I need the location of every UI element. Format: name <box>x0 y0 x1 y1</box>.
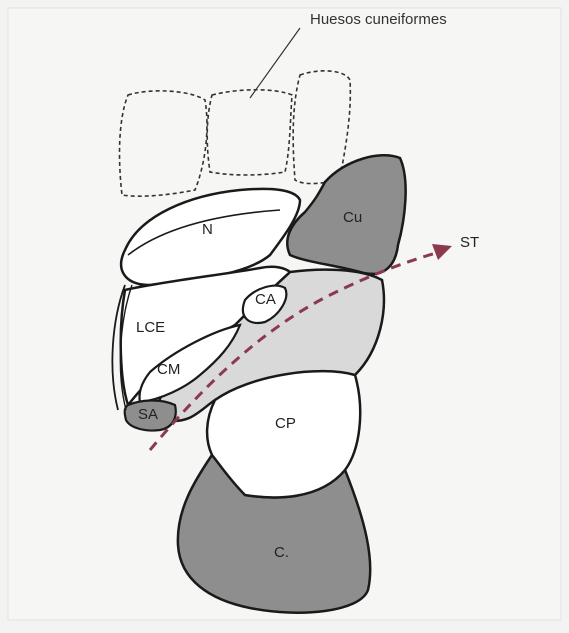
callout-label-cuneiform-bones: Huesos cuneiformes <box>310 12 447 27</box>
label-navicular: N <box>202 222 213 237</box>
label-calcaneal-posterior-facet: CP <box>275 416 296 431</box>
label-calcaneus: C. <box>274 545 289 560</box>
label-lce: LCE <box>136 320 165 335</box>
label-sustentaculum: SA <box>138 407 158 422</box>
calcaneal-posterior-facet <box>207 371 360 497</box>
label-cuboid: Cu <box>343 210 362 225</box>
label-middle-calcaneal-facet: CM <box>157 362 180 377</box>
label-subtalar-axis: ST <box>460 235 479 250</box>
label-anterior-calcaneal-facet: CA <box>255 292 276 307</box>
